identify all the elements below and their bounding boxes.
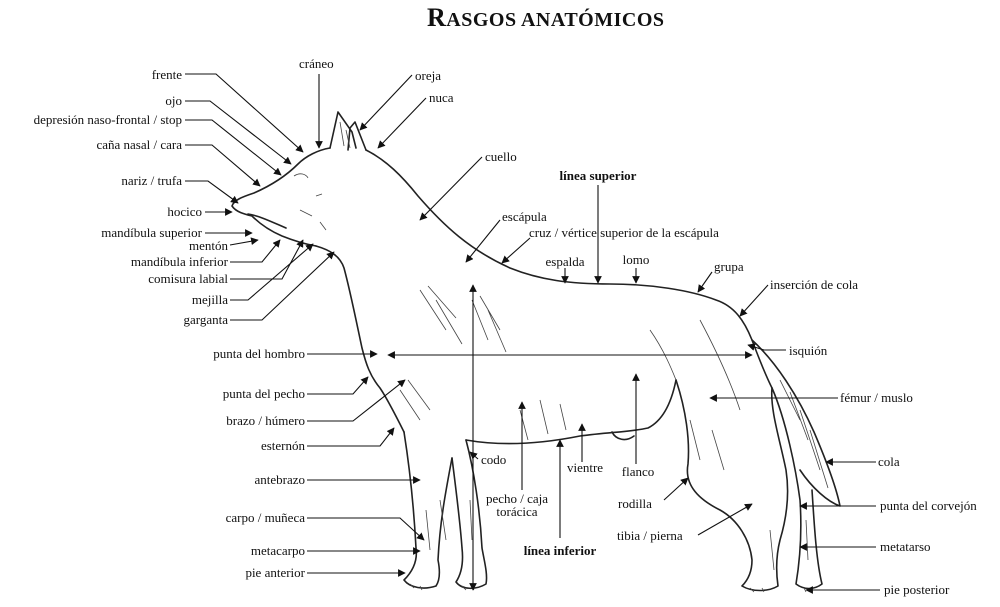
- label-frente: frente: [152, 67, 183, 82]
- label-carpo: carpo / muñeca: [226, 510, 306, 525]
- diagram-title: RASGOS ANATÓMICOS: [427, 3, 665, 32]
- label-cruz: cruz / vértice superior de la escápula: [529, 225, 719, 240]
- label-isquion: isquión: [789, 343, 828, 358]
- label-pie-anterior: pie anterior: [245, 565, 305, 580]
- label-nuca: nuca: [429, 90, 454, 105]
- leader-lines: [185, 73, 880, 594]
- label-brazo: brazo / húmero: [226, 413, 305, 428]
- label-craneo: cráneo: [299, 56, 334, 71]
- label-metacarpo: metacarpo: [251, 543, 305, 558]
- label-cuello: cuello: [485, 149, 517, 164]
- label-ojo: ojo: [165, 93, 182, 108]
- label-grupa: grupa: [714, 259, 744, 274]
- label-metatarso: metatarso: [880, 539, 931, 554]
- label-comisura: comisura labial: [148, 271, 228, 286]
- label-tibia: tibia / pierna: [617, 528, 683, 543]
- label-esternon: esternón: [261, 438, 306, 453]
- label-lomo: lomo: [623, 252, 650, 267]
- label-flanco: flanco: [622, 464, 654, 479]
- label-pie-posterior: pie posterior: [884, 582, 950, 597]
- label-garganta: garganta: [183, 312, 228, 327]
- label-antebrazo: antebrazo: [254, 472, 305, 487]
- label-punta-pecho: punta del pecho: [223, 386, 305, 401]
- label-nariz: nariz / trufa: [121, 173, 182, 188]
- label-insercion-cola: inserción de cola: [770, 277, 858, 292]
- label-cana-nasal: caña nasal / cara: [96, 137, 182, 152]
- label-codo: codo: [481, 452, 506, 467]
- labels: cráneo oreja frente nuca ojo depresión n…: [34, 56, 978, 597]
- label-escapula: escápula: [502, 209, 547, 224]
- label-vientre: vientre: [567, 460, 603, 475]
- dog-illustration: [231, 111, 841, 593]
- label-rodilla: rodilla: [618, 496, 652, 511]
- label-mandibula-inferior: mandíbula inferior: [131, 254, 229, 269]
- label-pecho-line1: pecho / caja: [486, 491, 548, 506]
- label-punta-hombro: punta del hombro: [213, 346, 305, 361]
- label-menton: mentón: [189, 238, 228, 253]
- label-linea-superior: línea superior: [560, 168, 637, 183]
- label-mejilla: mejilla: [192, 292, 228, 307]
- title-capital: R: [427, 3, 446, 32]
- label-mandibula-superior: mandíbula superior: [101, 225, 202, 240]
- label-femur: fémur / muslo: [840, 390, 913, 405]
- label-punta-corvejon: punta del corvejón: [880, 498, 977, 513]
- label-cola: cola: [878, 454, 900, 469]
- label-stop: depresión naso-frontal / stop: [34, 112, 182, 127]
- label-linea-inferior: línea inferior: [524, 543, 597, 558]
- title-rest: ASGOS ANATÓMICOS: [446, 7, 664, 31]
- label-oreja: oreja: [415, 68, 441, 83]
- label-espalda: espalda: [546, 254, 585, 269]
- label-hocico: hocico: [167, 204, 202, 219]
- label-pecho-line2: torácica: [496, 504, 537, 519]
